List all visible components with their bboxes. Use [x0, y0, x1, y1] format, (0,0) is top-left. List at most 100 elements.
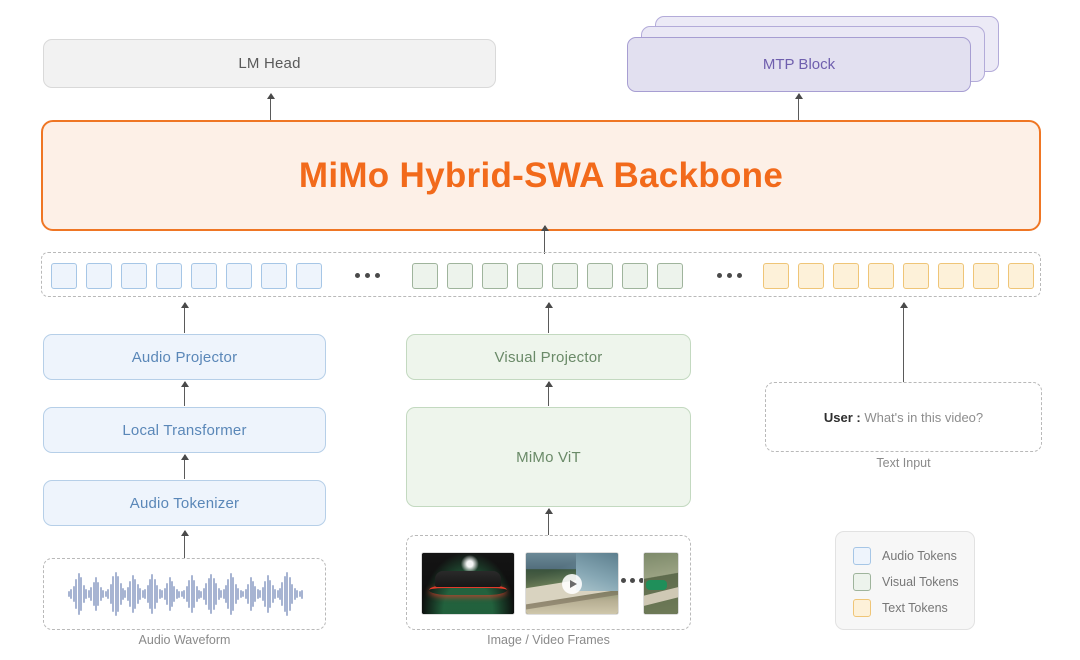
- video-frame-thumbnail-3[interactable]: [643, 552, 679, 615]
- visual-token-square: [552, 262, 578, 289]
- legend-label: Visual Tokens: [882, 575, 959, 589]
- video-frames-ellipsis: [621, 578, 644, 583]
- waveform-bar: [148, 579, 151, 609]
- waveform-bar: [301, 589, 304, 599]
- audio-token-square: [156, 262, 182, 289]
- waveform-bar: [173, 586, 176, 602]
- waveform-bar: [121, 588, 124, 600]
- waveform-bar: [202, 588, 205, 600]
- audio-token-square: [261, 262, 287, 289]
- waveform-bar: [249, 577, 252, 611]
- text-token-row: [763, 253, 1034, 298]
- waveform-bar: [266, 575, 269, 613]
- visual-token-square: [447, 262, 473, 289]
- video-frames-container: [406, 535, 691, 630]
- waveform-bar: [217, 588, 220, 600]
- waveform-bar: [168, 577, 171, 611]
- arrow-tokenizer-to-local-transformer: [180, 454, 189, 479]
- waveform-bar: [175, 589, 178, 599]
- waveform-bar: [251, 581, 254, 607]
- waveform-bar: [237, 588, 240, 600]
- text-token-square: [973, 262, 999, 289]
- waveform-bar: [87, 590, 90, 598]
- arrow-local-transformer-to-projector: [180, 381, 189, 406]
- arrow-text-input-to-tokens: [899, 302, 908, 382]
- visual-token-square: [517, 262, 543, 289]
- arrow-backbone-to-lm-head: [266, 93, 275, 121]
- arrow-tokens-to-backbone: [540, 225, 549, 254]
- audio-token-square: [121, 262, 147, 289]
- waveform-bar: [183, 589, 186, 599]
- legend-swatch-visual: [853, 573, 871, 591]
- waveform-bar: [222, 589, 225, 599]
- text-token-square: [868, 262, 894, 289]
- waveform-bar: [269, 580, 272, 608]
- waveform-bar: [254, 586, 257, 602]
- waveform-bar: [271, 585, 274, 603]
- legend-item: Visual Tokens: [853, 569, 974, 595]
- waveform-bar: [161, 590, 164, 598]
- waveform-bar: [198, 589, 201, 599]
- video-frame-thumbnail-2[interactable]: [525, 552, 619, 615]
- lm-head-box[interactable]: LM Head: [43, 39, 496, 88]
- waveform-bar: [136, 584, 139, 604]
- audio-tokenizer-box[interactable]: Audio Tokenizer: [43, 480, 326, 526]
- waveform-bar: [296, 590, 299, 598]
- waveform-bar: [112, 576, 115, 612]
- waveform-bar: [207, 578, 210, 610]
- waveform-bar: [244, 589, 247, 599]
- waveform-bar: [180, 591, 183, 597]
- backbone-box[interactable]: MiMo Hybrid-SWA Backbone: [41, 120, 1041, 231]
- waveform-bar: [227, 579, 230, 609]
- waveform-bar: [114, 572, 117, 616]
- waveform-bar: [239, 590, 242, 598]
- text-token-square: [763, 262, 789, 289]
- mtp-block-stack[interactable]: MTP Block: [627, 16, 999, 92]
- video-frame-thumbnail-1[interactable]: [421, 552, 515, 615]
- waveform-bar: [234, 584, 237, 604]
- waveform-bar: [90, 587, 93, 601]
- waveform-bar: [212, 578, 215, 610]
- waveform-bar: [144, 589, 147, 599]
- audio-waveform-icon: [68, 571, 304, 617]
- local-transformer-box[interactable]: Local Transformer: [43, 407, 326, 453]
- waveform-bar: [92, 582, 95, 606]
- waveform-bar: [85, 589, 88, 599]
- waveform-bar: [298, 591, 301, 597]
- visual-projector-box[interactable]: Visual Projector: [406, 334, 691, 380]
- waveform-bar: [102, 590, 105, 598]
- mimo-vit-box[interactable]: MiMo ViT: [406, 407, 691, 507]
- waveform-bar: [178, 590, 181, 598]
- waveform-bar: [119, 583, 122, 605]
- waveform-bar: [247, 584, 250, 604]
- audio-projector-box[interactable]: Audio Projector: [43, 334, 326, 380]
- arrow-audio-projector-to-tokens: [180, 302, 189, 333]
- text-token-square: [903, 262, 929, 289]
- waveform-bar: [70, 589, 73, 599]
- waveform-bar: [261, 587, 264, 601]
- waveform-bar: [288, 577, 291, 611]
- waveform-bar: [109, 584, 112, 604]
- token-sequence-strip: [41, 252, 1041, 297]
- waveform-bar: [229, 573, 232, 615]
- waveform-bar: [124, 590, 127, 598]
- waveform-bar: [107, 589, 110, 599]
- waveform-bar: [210, 574, 213, 614]
- video-frames-caption: Image / Video Frames: [487, 633, 610, 647]
- legend-item: Text Tokens: [853, 595, 974, 621]
- waveform-bar: [293, 588, 296, 600]
- text-input-container[interactable]: User : What's in this video?: [765, 382, 1042, 452]
- arrow-waveform-to-tokenizer: [180, 530, 189, 558]
- waveform-bar: [146, 585, 149, 603]
- audio-waveform-container: [43, 558, 326, 630]
- play-icon[interactable]: [562, 573, 582, 594]
- waveform-bar: [166, 583, 169, 605]
- waveform-bar: [278, 588, 281, 600]
- audio-token-square: [191, 262, 217, 289]
- visual-token-square: [587, 262, 613, 289]
- text-input-role: User :: [823, 409, 861, 425]
- waveform-bar: [77, 573, 80, 615]
- audio-token-square: [226, 262, 252, 289]
- mtp-block-card-front[interactable]: MTP Block: [627, 37, 971, 92]
